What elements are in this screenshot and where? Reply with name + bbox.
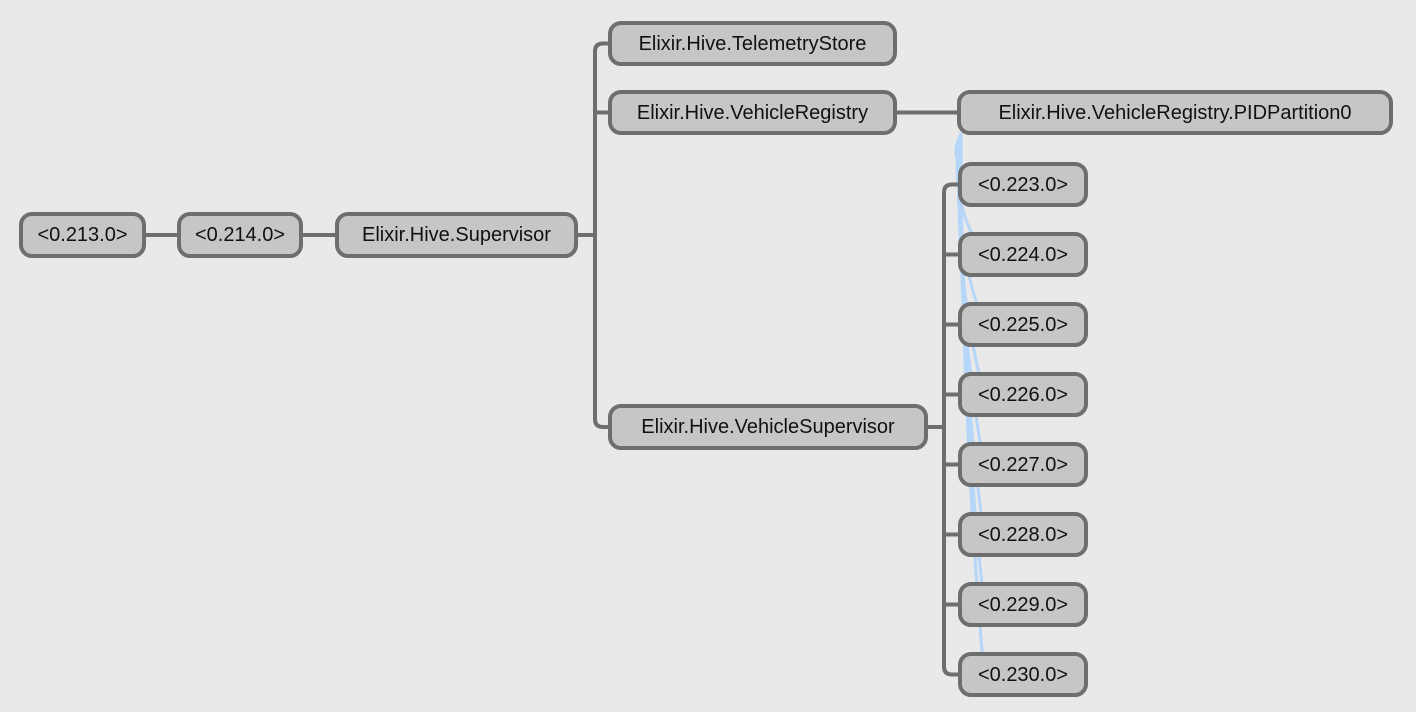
tree-node-pid-0-213-0[interactable]: <0.213.0> [19, 212, 146, 258]
tree-node-pid-0-225-0[interactable]: <0.225.0> [958, 302, 1088, 347]
tree-node-telemetry-store[interactable]: Elixir.Hive.TelemetryStore [608, 21, 897, 66]
supervision-edge [942, 182, 958, 677]
supervision-edge [593, 41, 608, 429]
tree-node-hive-supervisor[interactable]: Elixir.Hive.Supervisor [335, 212, 578, 258]
tree-node-pid-0-223-0[interactable]: <0.223.0> [958, 162, 1088, 207]
tree-node-pid-0-227-0[interactable]: <0.227.0> [958, 442, 1088, 487]
tree-node-vehicle-registry[interactable]: Elixir.Hive.VehicleRegistry [608, 90, 897, 135]
tree-node-vehicle-supervisor[interactable]: Elixir.Hive.VehicleSupervisor [608, 404, 928, 450]
tree-node-pid-0-214-0[interactable]: <0.214.0> [177, 212, 303, 258]
tree-node-vehicle-registry-pid-partition-0[interactable]: Elixir.Hive.VehicleRegistry.PIDPartition… [957, 90, 1393, 135]
supervision-edges-group [146, 41, 958, 677]
tree-node-pid-0-224-0[interactable]: <0.224.0> [958, 232, 1088, 277]
tree-node-pid-0-229-0[interactable]: <0.229.0> [958, 582, 1088, 627]
tree-node-pid-0-226-0[interactable]: <0.226.0> [958, 372, 1088, 417]
tree-node-pid-0-230-0[interactable]: <0.230.0> [958, 652, 1088, 697]
tree-node-pid-0-228-0[interactable]: <0.228.0> [958, 512, 1088, 557]
